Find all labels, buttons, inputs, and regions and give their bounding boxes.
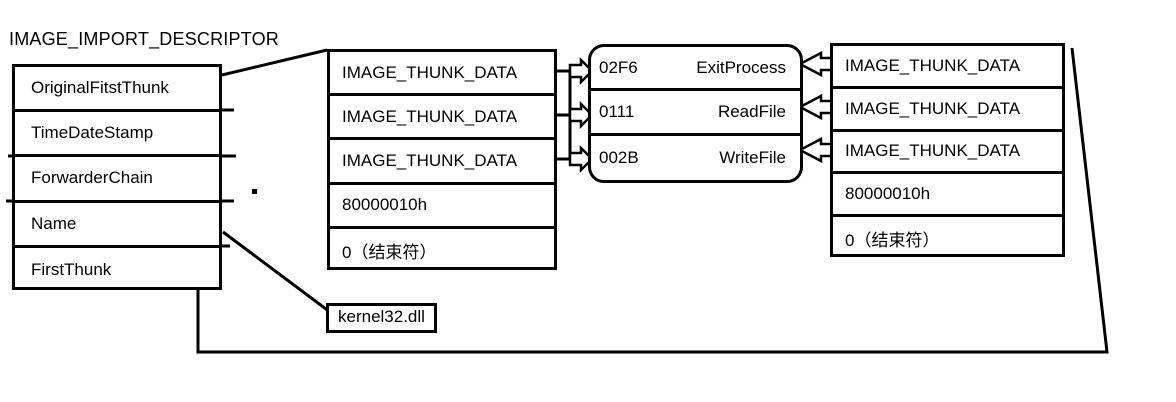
import-by-name-row: 0111 ReadFile bbox=[591, 91, 800, 136]
field-label: OriginalFitstThunk bbox=[31, 78, 169, 98]
arrow-left-2 bbox=[797, 93, 834, 121]
descriptor-field-name: Name bbox=[15, 203, 219, 248]
thunk-entry: IMAGE_THUNK_DATA bbox=[330, 52, 554, 97]
thunk-entry-label: IMAGE_THUNK_DATA bbox=[342, 106, 518, 126]
arrows-first-thunk-to-names bbox=[797, 50, 834, 164]
line-originalfirstthunk-to-thunk-array bbox=[221, 48, 328, 77]
import-by-name-row: 02F6 ExitProcess bbox=[591, 47, 800, 92]
descriptor-field-originalfirstthunk: OriginalFitstThunk bbox=[15, 67, 219, 113]
field-label: ForwarderChain bbox=[31, 168, 153, 188]
thunk-entry-label: 0（结束符） bbox=[845, 231, 940, 251]
hint-value: 002B bbox=[599, 147, 639, 167]
thunk-entry: IMAGE_THUNK_DATA bbox=[330, 140, 554, 185]
descriptor-field-timedatestamp: TimeDateStamp bbox=[15, 112, 219, 158]
line-name-to-dll bbox=[222, 230, 331, 314]
arrow-left-3 bbox=[797, 136, 834, 164]
field-label: FirstThunk bbox=[31, 260, 112, 280]
thunk-entry: IMAGE_THUNK_DATA bbox=[833, 132, 1062, 175]
thunk-entry-terminator: 0（结束符） bbox=[833, 217, 1062, 260]
thunk-entry-label: IMAGE_THUNK_DATA bbox=[845, 98, 1021, 118]
thunk-entry-label: 80000010h bbox=[342, 195, 428, 215]
descriptor-field-firstthunk: FirstThunk bbox=[15, 248, 219, 293]
thunk-entry-label: IMAGE_THUNK_DATA bbox=[845, 141, 1021, 161]
original-first-thunk-array: IMAGE_THUNK_DATA IMAGE_THUNK_DATA IMAGE_… bbox=[327, 49, 557, 270]
thunk-entry-flag: 80000010h bbox=[833, 174, 1062, 218]
thunk-entry-label: 0（结束符） bbox=[342, 243, 437, 263]
diagram-title: IMAGE_IMPORT_DESCRIPTOR bbox=[9, 29, 279, 49]
descriptor-field-forwarderchain: ForwarderChain bbox=[15, 157, 219, 203]
thunk-entry-label: IMAGE_THUNK_DATA bbox=[342, 62, 518, 82]
function-name: WriteFile bbox=[719, 147, 786, 167]
import-descriptor-table: OriginalFitstThunk TimeDateStamp Forward… bbox=[12, 64, 222, 290]
thunk-entry-terminator: 0（结束符） bbox=[330, 229, 554, 273]
field-label: TimeDateStamp bbox=[31, 123, 154, 143]
thunk-entry-label: 80000010h bbox=[845, 184, 931, 204]
thunk-entry: IMAGE_THUNK_DATA bbox=[330, 96, 554, 141]
thunk-entry-flag: 80000010h bbox=[330, 185, 554, 229]
thunk-entry-label: IMAGE_THUNK_DATA bbox=[342, 150, 518, 170]
field-label: Name bbox=[31, 213, 77, 233]
thunk-entry: IMAGE_THUNK_DATA bbox=[833, 46, 1062, 89]
thunk-entry: IMAGE_THUNK_DATA bbox=[833, 89, 1062, 132]
first-thunk-array: IMAGE_THUNK_DATA IMAGE_THUNK_DATA IMAGE_… bbox=[830, 43, 1065, 257]
import-by-name-table: 02F6 ExitProcess 0111 ReadFile 002B Writ… bbox=[588, 44, 803, 183]
hint-value: 0111 bbox=[599, 101, 635, 121]
import-by-name-row: 002B WriteFile bbox=[591, 136, 800, 180]
thunk-entry-label: IMAGE_THUNK_DATA bbox=[845, 55, 1021, 75]
arrow-left-1 bbox=[797, 50, 834, 78]
hint-value: 02F6 bbox=[599, 57, 638, 77]
arrows-thunk-to-names bbox=[557, 56, 594, 174]
stray-dot bbox=[252, 189, 257, 194]
dll-name-box: kernel32.dll bbox=[326, 303, 437, 333]
function-name: ExitProcess bbox=[696, 57, 786, 77]
function-name: ReadFile bbox=[717, 101, 786, 121]
